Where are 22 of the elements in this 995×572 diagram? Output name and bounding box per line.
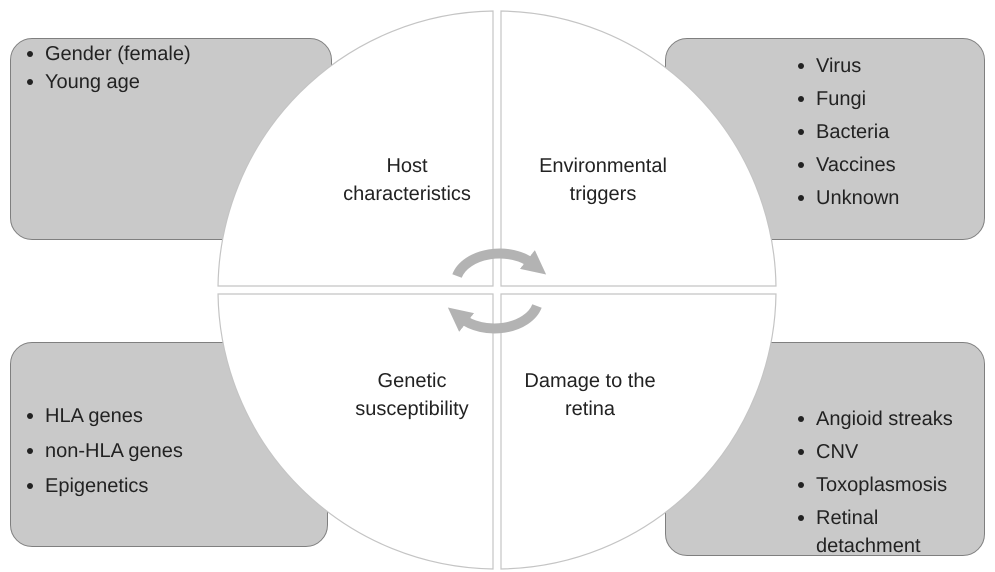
list-item: Fungi: [816, 88, 866, 110]
list-item: Young age: [45, 71, 140, 93]
list-item: Gender (female): [45, 43, 191, 65]
list-item: Bacteria: [816, 121, 890, 143]
list-item: non-HLA genes: [45, 440, 183, 462]
list-item: Retinal detachment: [816, 507, 921, 557]
list-item: Toxoplasmosis: [816, 474, 948, 496]
circle-quadrant: [501, 294, 776, 569]
list-item: CNV: [816, 441, 858, 463]
list-item: HLA genes: [45, 405, 143, 427]
quadrant-label: Genetic susceptibility: [354, 369, 470, 422]
quadrant-label: Environmental triggers: [538, 154, 668, 207]
quadrant-label: Damage to the retina: [523, 369, 657, 422]
list-item: Epigenetics: [45, 475, 148, 497]
quadrant-label: Host characteristics: [342, 154, 472, 207]
list-item: Vaccines: [816, 154, 896, 176]
list-item: Unknown: [816, 187, 900, 209]
list-item: Virus: [816, 55, 862, 77]
list-item: Angioid streaks: [816, 408, 953, 430]
circle-quadrant: [501, 11, 776, 286]
circle-quadrant: [218, 294, 493, 569]
circle-quadrant: [218, 11, 493, 286]
